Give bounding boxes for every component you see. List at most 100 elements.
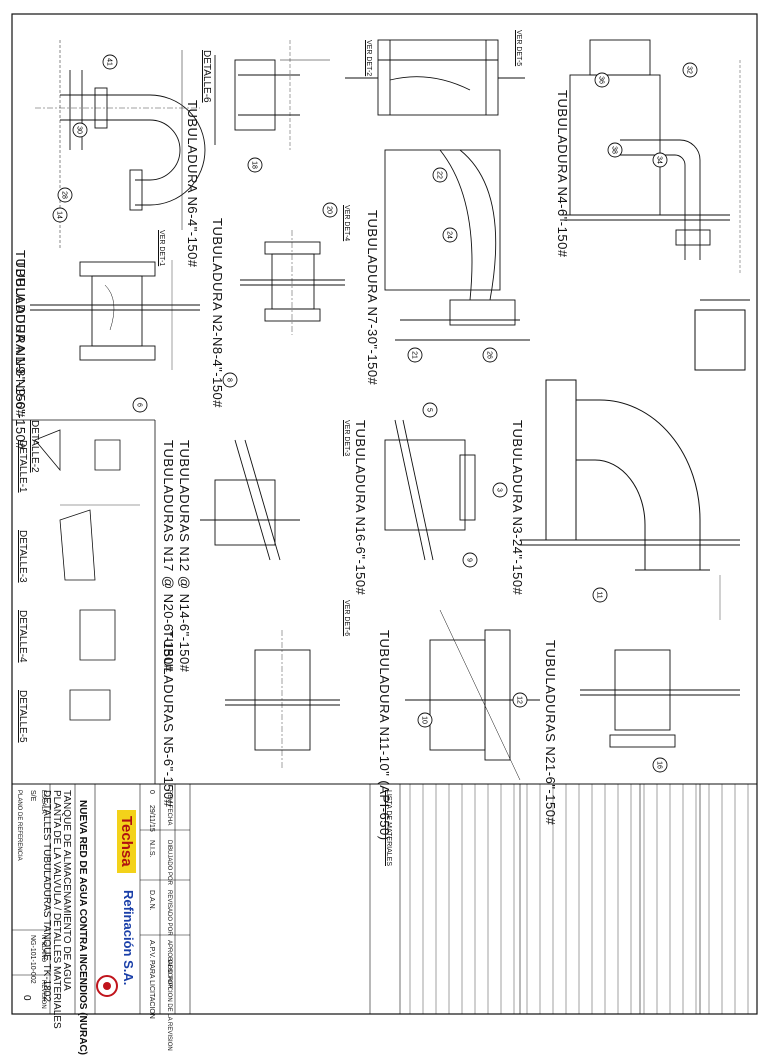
view-n7 [384, 149, 530, 341]
view-title-n16: TUBULADURA N16-6"-150# [353, 420, 368, 596]
svg-text:8: 8 [226, 378, 233, 382]
detail-label-1: DETALLE-1 [17, 440, 28, 493]
title-block-lines [12, 784, 701, 1014]
ver-det-mark: VER DET-6 [343, 600, 350, 637]
svg-text:28: 28 [61, 191, 68, 199]
svg-text:18: 18 [251, 161, 258, 169]
rev-header: DESCRIPCION DE LA REVISION [166, 960, 172, 1051]
view-n9 [30, 260, 200, 370]
rev-header: FECHA [166, 805, 172, 826]
reference-bubble: 32 [682, 62, 698, 78]
reference-bubble: 36 [594, 72, 610, 88]
svg-text:6: 6 [136, 403, 143, 407]
ver-det-mark: VER DET-4 [343, 205, 350, 242]
details-panel [34, 429, 140, 721]
view-title-n3: TUBULADURA N3-24"-150# [510, 420, 525, 596]
view-title-n9: TUBULADURA N9-N9-6"-150# [13, 260, 28, 451]
svg-text:21: 21 [411, 351, 418, 359]
svg-text:22: 22 [436, 171, 443, 179]
svg-text:32: 32 [686, 66, 693, 74]
reference-bubble: 24 [442, 227, 458, 243]
reference-bubble: 34 [652, 152, 668, 168]
rev-header: DIBUJADO POR [166, 840, 172, 886]
company-logo: Techsa [117, 810, 136, 873]
reference-bubble: 9 [462, 552, 478, 568]
svg-text:38: 38 [611, 146, 618, 154]
revision-description: PARA LICITACION [148, 960, 155, 1019]
reference-bubble: 41 [102, 54, 118, 70]
detail-label-2: DETALLE-2 [29, 420, 40, 473]
svg-text:34: 34 [656, 156, 663, 164]
view-title-n6: TUBULADURA N6-4"-150# [185, 100, 200, 268]
view-n2 [240, 230, 345, 335]
revision-approved-by: A.P.V. [148, 940, 155, 959]
reference-bubble: 22 [432, 167, 448, 183]
view-n16 [384, 419, 476, 561]
reference-bubble: 26 [482, 347, 498, 363]
drawing-number-label: N°PLANO [40, 935, 46, 963]
detail-label-4: DETALLE-4 [17, 610, 28, 663]
view-n6 [214, 40, 330, 150]
svg-text:36: 36 [598, 76, 605, 84]
drawing-number: NG-101-10-002 [29, 935, 36, 984]
svg-text:16: 16 [656, 761, 663, 769]
svg-text:3: 3 [496, 488, 503, 492]
svg-text:41: 41 [106, 58, 113, 66]
view-title-n7: TUBULADURA N7-30"-150# [365, 210, 380, 386]
revision-date: 29/11/15 [148, 805, 155, 832]
drawing-canvas: 41 30 28 14 18 20 22 24 26 21 36 38 34 32 6 8 5 3 9 10 11 12 1… [11, 13, 758, 1015]
scale-value: S/E [29, 790, 36, 802]
ver-det-mark: VER DET-1 [158, 230, 165, 267]
drawing-sheet: 41 30 28 14 18 20 22 24 26 21 36 38 34 32 6 8 5 3 9 10 11 12 1… [11, 13, 758, 1055]
ver-det-mark: VER DET-5 [515, 30, 522, 67]
view-title-n21: TUBULADURAS N21-6"-150# [543, 640, 558, 826]
reference-bubble: 3 [492, 482, 508, 498]
materials-list-grid [409, 784, 749, 1014]
svg-text:30: 30 [76, 126, 83, 134]
svg-text:12: 12 [516, 696, 523, 704]
rev-header: REV. [166, 790, 172, 804]
svg-text:11: 11 [596, 591, 603, 598]
svg-text:9: 9 [466, 558, 473, 562]
revision-checked-by: D.A.N. [148, 890, 155, 911]
svg-text:5: 5 [426, 408, 433, 412]
reference-bubble: 5 [422, 402, 438, 418]
revision-number: 0 [148, 790, 155, 794]
reference-bubble: 12 [512, 692, 528, 708]
reference-bubble: 8 [222, 372, 238, 388]
client-logo: Refinación S.A. [121, 890, 136, 986]
reference-bubble: 14 [52, 207, 68, 223]
view-n12 [200, 439, 300, 561]
svg-text:20: 20 [326, 206, 333, 214]
ver-det-mark: VER DET-2 [365, 40, 372, 77]
reference-bubble: 6 [132, 397, 148, 413]
reference-bubble: 11 [592, 587, 608, 603]
title-line-1: TANQUE DE ALMACENAMIENTO DE AGUA [61, 790, 72, 991]
detail-label-5: DETALLE-5 [17, 690, 28, 743]
revision-drawn-by: N.I.S. [148, 840, 155, 858]
reference-bubbles: 41 30 28 14 18 20 22 24 26 21 36 38 34 32 6 8 5 3 9 10 11 12 1… [52, 54, 698, 773]
ver-det-mark: VER DET-3 [343, 420, 350, 457]
view-n21 [580, 649, 740, 748]
svg-text:14: 14 [56, 211, 63, 219]
svg-text:24: 24 [446, 231, 453, 239]
view-n5 [225, 630, 340, 770]
reference-bubble: 10 [417, 712, 433, 728]
title-line-3: DETALLES TUBULADURAS TANQUE TK-1802 [41, 790, 52, 1002]
revision-value: 0 [21, 995, 32, 1001]
detail-label-6: DETALLE-6 [201, 50, 212, 103]
project-name: NUEVA RED DE AGUA CONTRA INCENDIOS (NURA… [77, 800, 88, 1055]
reference-bubble: 30 [72, 122, 88, 138]
detail-label-3: DETALLE-3 [17, 530, 28, 583]
view-n3 [520, 299, 750, 620]
revision-label: REVISION [40, 980, 46, 1009]
view-n1 [35, 40, 206, 250]
view-title-n4: TUBULADURA N4-6"-150# [555, 90, 570, 258]
reference-bubble: 21 [407, 347, 423, 363]
scale-label: ESCALA [40, 790, 46, 814]
svg-text:26: 26 [486, 351, 493, 359]
title-line-2: PLANTA DE LA VALVULA / DETALLES MATERIAL… [51, 790, 62, 1029]
view-n4 [345, 39, 525, 116]
reference-bubble: 16 [652, 757, 668, 773]
rev-header: REVISADO POR [166, 890, 172, 936]
